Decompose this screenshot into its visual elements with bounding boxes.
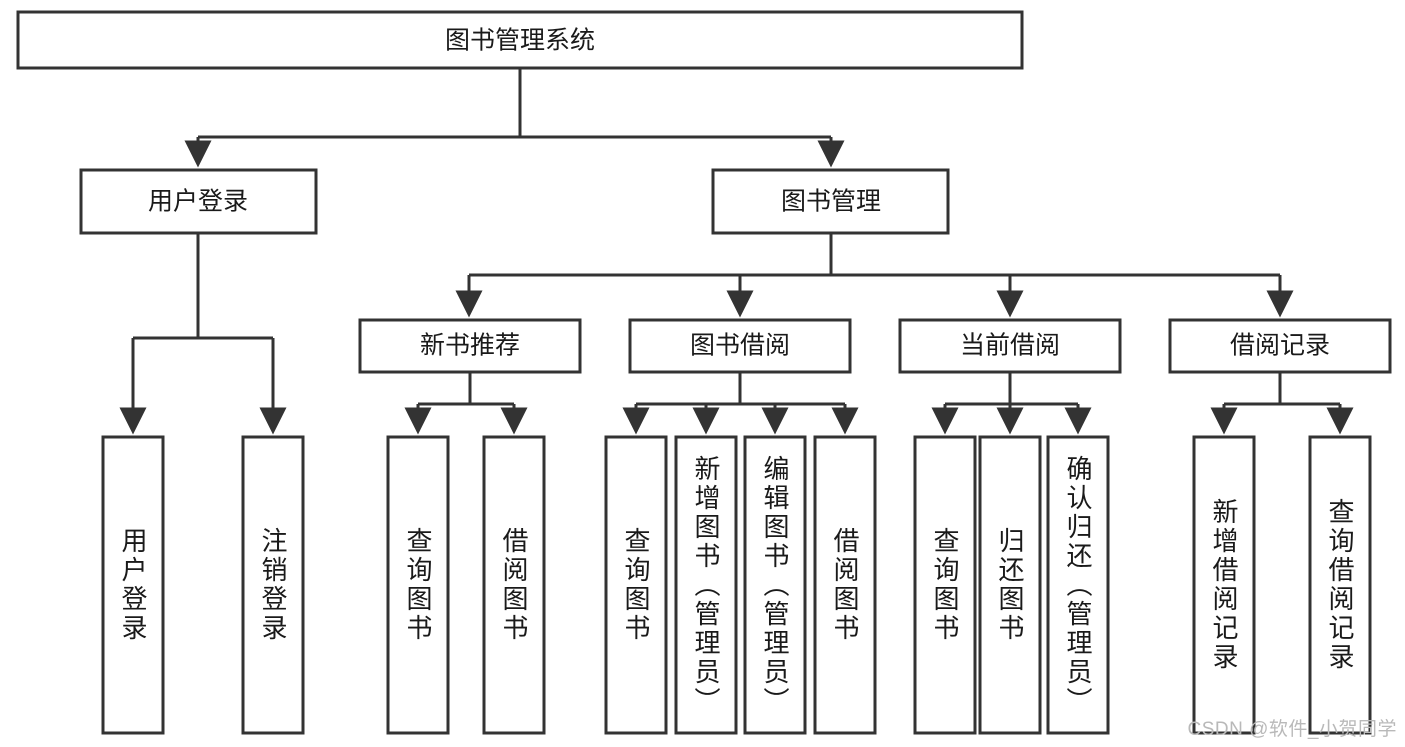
node-user-login-label: 用户登录 [148,188,248,216]
node-root-label: 图书管理系统 [445,27,595,55]
leaf-box-return-book[interactable] [978,435,1042,735]
node-book-borrow-box[interactable] [628,318,852,374]
leaf-box-add-record[interactable] [1192,435,1256,735]
node-borrow-record-label: 借阅记录 [1230,332,1330,360]
leaf-box-query-book-3[interactable] [913,435,977,735]
node-current-borrow-box[interactable] [898,318,1122,374]
node-root-box[interactable] [16,10,1024,70]
node-current-borrow-label: 当前借阅 [960,332,1060,360]
leaf-box-add-book[interactable] [674,435,738,735]
leaf-box-borrow-book-2[interactable] [813,435,877,735]
leaf-box-confirm-return[interactable] [1046,435,1110,735]
leaf-box-query-book-2[interactable] [604,435,668,735]
leaf-box-query-record[interactable] [1308,435,1372,735]
leaf-box-logout[interactable] [241,435,305,735]
node-borrow-record-box[interactable] [1168,318,1392,374]
leaf-box-query-book-1[interactable] [386,435,450,735]
node-book-manage-box[interactable] [711,168,950,235]
leaf-box-user-login[interactable] [101,435,165,735]
node-new-book-label: 新书推荐 [420,332,520,360]
node-new-book-box[interactable] [358,318,582,374]
csdn-watermark: CSDN @软件_小贺同学 [1187,719,1397,740]
leaf-box-edit-book[interactable] [743,435,807,735]
node-book-manage-label: 图书管理 [781,188,881,216]
leaf-box-borrow-book-1[interactable] [482,435,546,735]
node-book-borrow-label: 图书借阅 [690,332,790,360]
